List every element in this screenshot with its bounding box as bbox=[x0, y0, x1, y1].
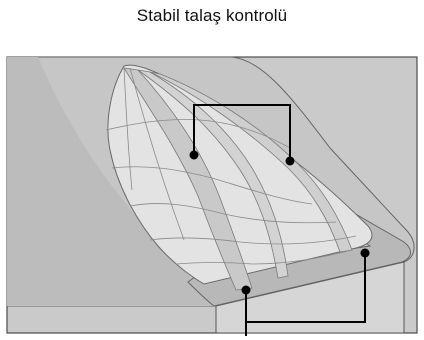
lower-leader-dot-right bbox=[360, 248, 370, 258]
figure-label: Stabil talaş kontrolü bbox=[136, 6, 288, 25]
mesh-lines bbox=[105, 67, 357, 265]
lower-leader bbox=[245, 253, 366, 336]
upper-leader-dot-left bbox=[189, 150, 199, 160]
upper-leader bbox=[193, 104, 291, 161]
insert-left-shade bbox=[7, 57, 216, 306]
chip-groove-2 bbox=[137, 69, 289, 279]
upper-leader-dot-right bbox=[285, 156, 295, 166]
chip-groove-3 bbox=[149, 71, 353, 253]
lower-leader-dot-left bbox=[241, 285, 251, 295]
